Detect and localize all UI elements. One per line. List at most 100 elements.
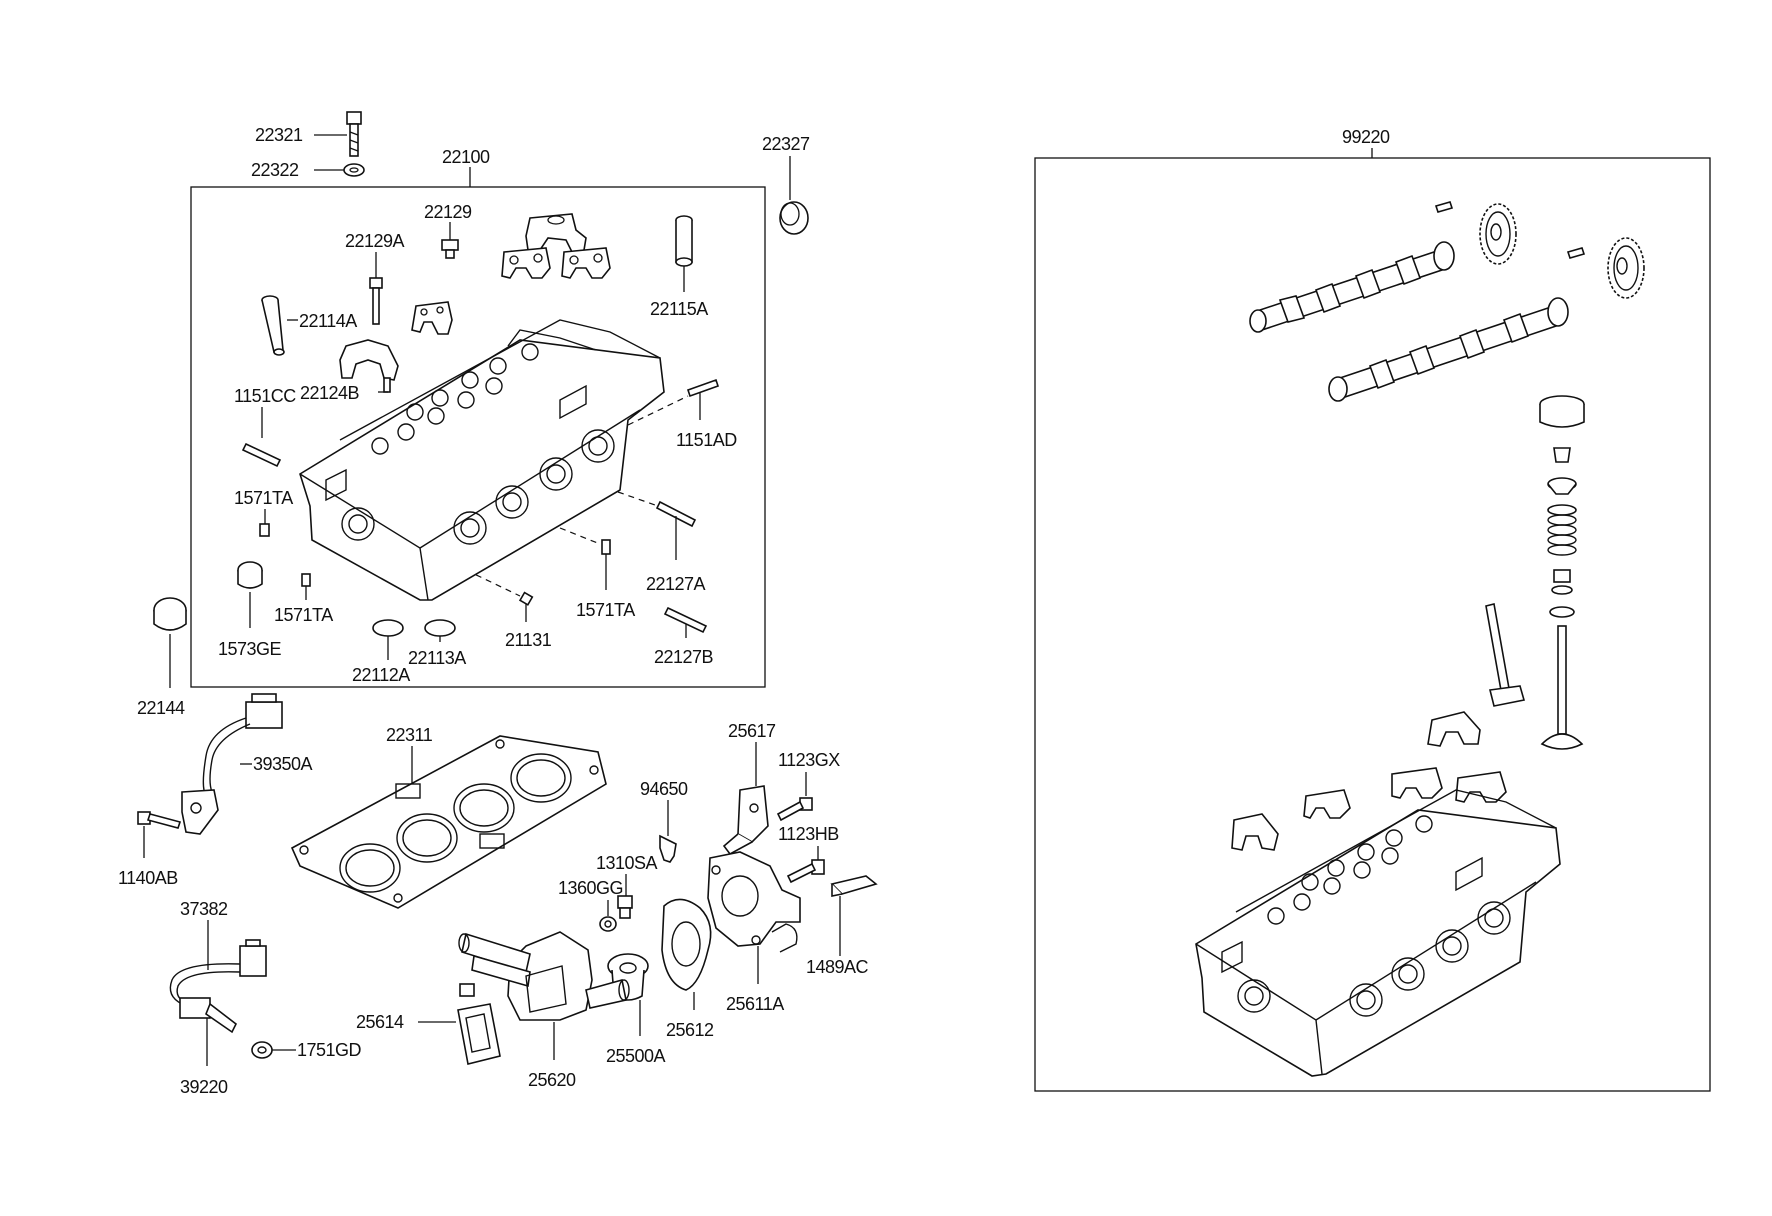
valve-keeper: [1553, 447, 1571, 463]
gasket-25614: [457, 1003, 501, 1065]
washer-1751GD: [251, 1041, 273, 1059]
pin-1571TA-right: [601, 539, 611, 555]
stud-22127A: [655, 500, 697, 528]
valve-retainer: [1547, 477, 1577, 495]
pin-21131: [518, 591, 534, 606]
cam-cap-front: [525, 213, 587, 253]
tappet: [1539, 395, 1585, 428]
label-25611A: 25611A: [726, 994, 784, 1014]
label-1151AD: 1151AD: [676, 430, 737, 450]
label-25617: 25617: [728, 721, 776, 741]
camshaft-lower: [1328, 297, 1569, 402]
plug-22113A: [424, 619, 456, 637]
housing-25611A: [707, 851, 801, 953]
label-94650: 94650: [640, 779, 688, 799]
washer-22322: [343, 163, 365, 177]
label-25614: 25614: [356, 1012, 404, 1032]
oil-seal-22327: [779, 201, 809, 235]
bracket-25617: [722, 785, 769, 856]
head-gasket-22311: [290, 735, 607, 909]
label-1310SA: 1310SA: [596, 853, 658, 873]
cam-cap-right-1: [1303, 789, 1351, 819]
bolt-22129A: [369, 277, 383, 325]
label-22112A: 22112A: [352, 665, 410, 685]
bolt-1123HB: [786, 859, 825, 884]
water-outlet-25620: [458, 931, 630, 1021]
label-1151CC: 1151CC: [234, 386, 296, 406]
label-22115A: 22115A: [650, 299, 708, 319]
sender-94650: [659, 834, 677, 863]
label-25500A: 25500A: [606, 1046, 666, 1066]
cam-sprocket-upper: [1479, 203, 1517, 265]
label-22322: 22322: [251, 160, 299, 180]
cam-cap-right-front: [1427, 711, 1481, 747]
clip-1489AC: [830, 875, 878, 897]
label-1140AB: 1140AB: [118, 868, 178, 888]
label-22127A: 22127A: [646, 574, 706, 594]
label-1573GE: 1573GE: [218, 639, 282, 659]
label-22327: 22327: [762, 134, 810, 154]
label-21131: 21131: [505, 630, 552, 650]
label-22127B: 22127B: [654, 647, 714, 667]
sensor-39350A: [181, 693, 283, 835]
bolt-22321: [346, 111, 362, 157]
cam-cap-right-4: [1231, 813, 1279, 851]
label-39350A: 39350A: [253, 754, 313, 774]
label-1751GD: 1751GD: [297, 1040, 362, 1060]
label-99220: 99220: [1342, 127, 1390, 147]
label-25612: 25612: [666, 1020, 714, 1040]
cam-cap-1: [411, 301, 453, 335]
pin-1571TA-center: [301, 573, 311, 587]
pin-1571TA-left: [259, 523, 270, 537]
sensor-37382: [169, 939, 267, 1034]
label-25620: 25620: [528, 1070, 576, 1090]
label-22100: 22100: [442, 147, 490, 167]
cam-cap-2: [501, 247, 551, 279]
cylinder-head-assembly-frame: [190, 186, 766, 688]
label-1489AC: 1489AC: [806, 957, 869, 977]
cam-sprocket-lower: [1607, 237, 1645, 299]
key-upper: [1434, 201, 1454, 213]
washer-1360GG: [599, 916, 617, 932]
label-1571TA-left: 1571TA: [234, 488, 293, 508]
cam-cap-right-2: [1391, 767, 1443, 799]
cylinder-head-22100: [299, 319, 665, 601]
label-22311: 22311: [386, 725, 433, 745]
intake-valve: [1485, 603, 1526, 707]
dowel-pin-22114A: [261, 295, 285, 356]
label-22114A: 22114A: [299, 311, 357, 331]
label-22124B: 22124B: [300, 383, 360, 403]
valve-spring: [1547, 504, 1577, 556]
dowel-pin-22115A: [675, 215, 693, 267]
cylinder-head-right: [1195, 789, 1561, 1077]
gasket-25612: [661, 898, 712, 991]
valve-stem-seal: [1551, 569, 1573, 595]
spring-seat: [1549, 606, 1575, 618]
stud-1151AD: [686, 378, 720, 398]
label-22321: 22321: [255, 125, 303, 145]
cam-cap-22124B: [339, 339, 399, 393]
bolt-1123GX: [776, 797, 813, 822]
label-1123HB: 1123HB: [778, 824, 839, 844]
label-22129: 22129: [424, 202, 472, 222]
camshaft-upper: [1249, 241, 1455, 333]
label-39220: 39220: [180, 1077, 228, 1097]
stud-22127B: [663, 606, 708, 634]
label-1123GX: 1123GX: [778, 750, 840, 770]
cam-cap-right-3: [1455, 771, 1507, 803]
seal-22144: [153, 597, 187, 631]
label-1571TA-right: 1571TA: [576, 600, 635, 620]
label-37382: 37382: [180, 899, 228, 919]
label-22113A: 22113A: [408, 648, 466, 668]
plug-22112A: [372, 619, 404, 637]
bolt-1140AB: [137, 811, 182, 829]
label-22144: 22144: [137, 698, 185, 718]
key-lower: [1566, 247, 1586, 259]
exhaust-valve: [1540, 625, 1584, 750]
plug-1573GE: [237, 561, 263, 589]
label-1360GG: 1360GG: [558, 878, 623, 898]
stud-1151CC: [241, 442, 282, 468]
bolt-1310SA: [617, 895, 633, 919]
